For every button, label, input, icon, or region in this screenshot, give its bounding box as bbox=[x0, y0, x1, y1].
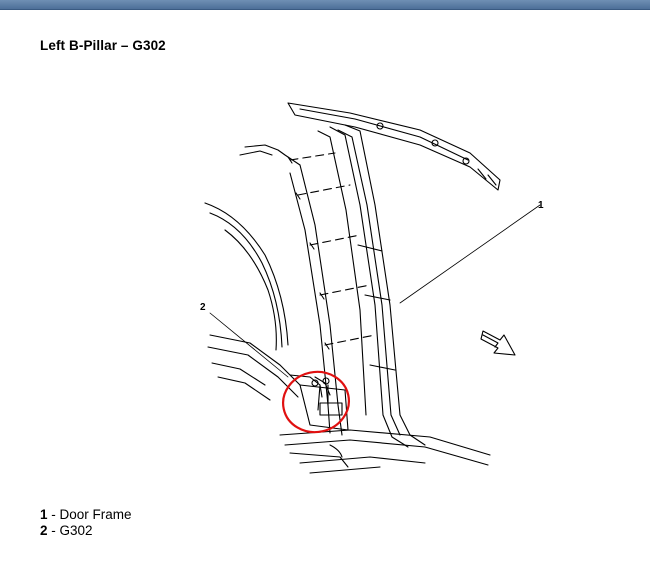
legend-separator: - bbox=[47, 507, 60, 522]
rear-body-panel bbox=[204, 202, 301, 401]
b-pillar-diagram: 1 2 bbox=[170, 85, 560, 480]
legend-label: G302 bbox=[59, 523, 93, 538]
window-header-bar bbox=[0, 0, 650, 10]
legend-number: 1 bbox=[40, 507, 48, 522]
g302-highlight-circle bbox=[282, 370, 350, 434]
callout-1: 1 bbox=[538, 200, 544, 211]
forward-arrow-icon bbox=[480, 330, 516, 356]
callout-2: 2 bbox=[200, 302, 206, 313]
legend-separator: - bbox=[47, 523, 60, 538]
trim-panel bbox=[239, 144, 376, 436]
page-title: Left B-Pillar – G302 bbox=[40, 38, 166, 53]
door-frame-pillar bbox=[317, 124, 426, 448]
legend-label: Door Frame bbox=[59, 507, 132, 522]
roof-rail bbox=[287, 102, 501, 191]
legend-item-door-frame: 1 - Door Frame bbox=[40, 507, 132, 523]
floor-rocker bbox=[279, 429, 491, 474]
callout-leaders bbox=[209, 204, 541, 378]
legend-item-g302: 2 - G302 bbox=[40, 523, 132, 539]
ground-harness bbox=[289, 374, 343, 416]
legend: 1 - Door Frame 2 - G302 bbox=[40, 507, 132, 539]
legend-number: 2 bbox=[40, 523, 48, 538]
